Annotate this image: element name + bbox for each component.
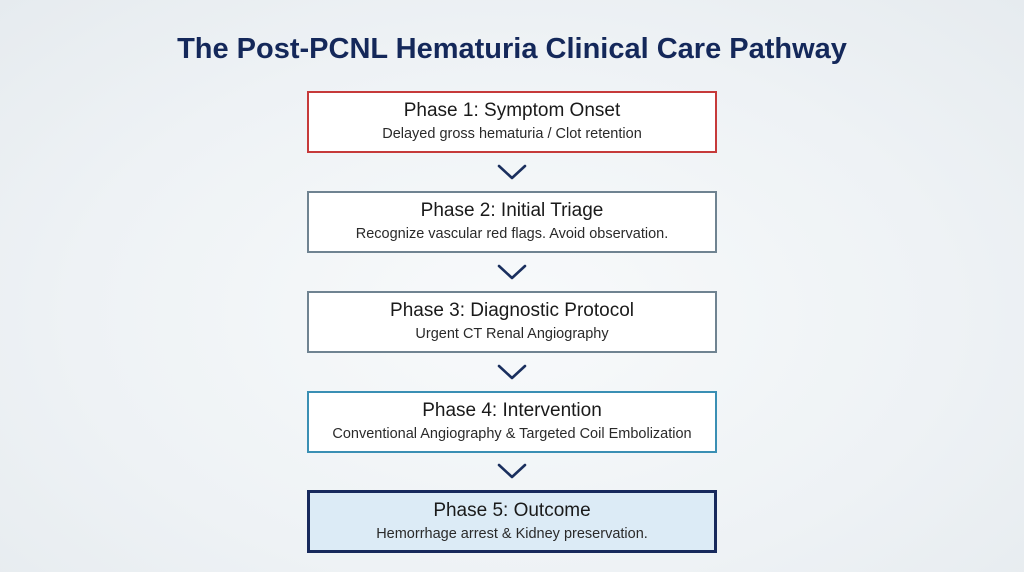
phase-4-title: Phase 4: Intervention <box>422 400 602 421</box>
phase-4-description: Conventional Angiography & Targeted Coil… <box>332 426 692 442</box>
page-title: The Post-PCNL Hematuria Clinical Care Pa… <box>177 33 847 65</box>
phase-1-description: Delayed gross hematuria / Clot retention <box>382 126 642 142</box>
phase-5-description: Hemorrhage arrest & Kidney preservation. <box>376 525 648 542</box>
chevron-down-icon <box>497 463 527 479</box>
phase-2-box: Phase 2: Initial Triage Recognize vascul… <box>307 191 717 253</box>
phase-3-description: Urgent CT Renal Angiography <box>415 326 609 342</box>
phase-5-title: Phase 5: Outcome <box>433 499 591 521</box>
chevron-down-icon <box>497 264 527 280</box>
phase-3-title: Phase 3: Diagnostic Protocol <box>390 300 634 321</box>
chevron-down-icon <box>497 164 527 180</box>
chevron-down-icon <box>497 364 527 380</box>
phase-4-box: Phase 4: Intervention Conventional Angio… <box>307 391 717 453</box>
phase-1-title: Phase 1: Symptom Onset <box>403 100 621 121</box>
phase-1-box: Phase 1: Symptom Onset Delayed gross hem… <box>307 91 717 153</box>
phase-2-title: Phase 2: Initial Triage <box>420 200 604 221</box>
phase-2-description: Recognize vascular red flags. Avoid obse… <box>355 226 669 242</box>
phase-5-box: Phase 5: Outcome Hemorrhage arrest & Kid… <box>307 490 717 553</box>
phase-3-box: Phase 3: Diagnostic Protocol Urgent CT R… <box>307 291 717 353</box>
